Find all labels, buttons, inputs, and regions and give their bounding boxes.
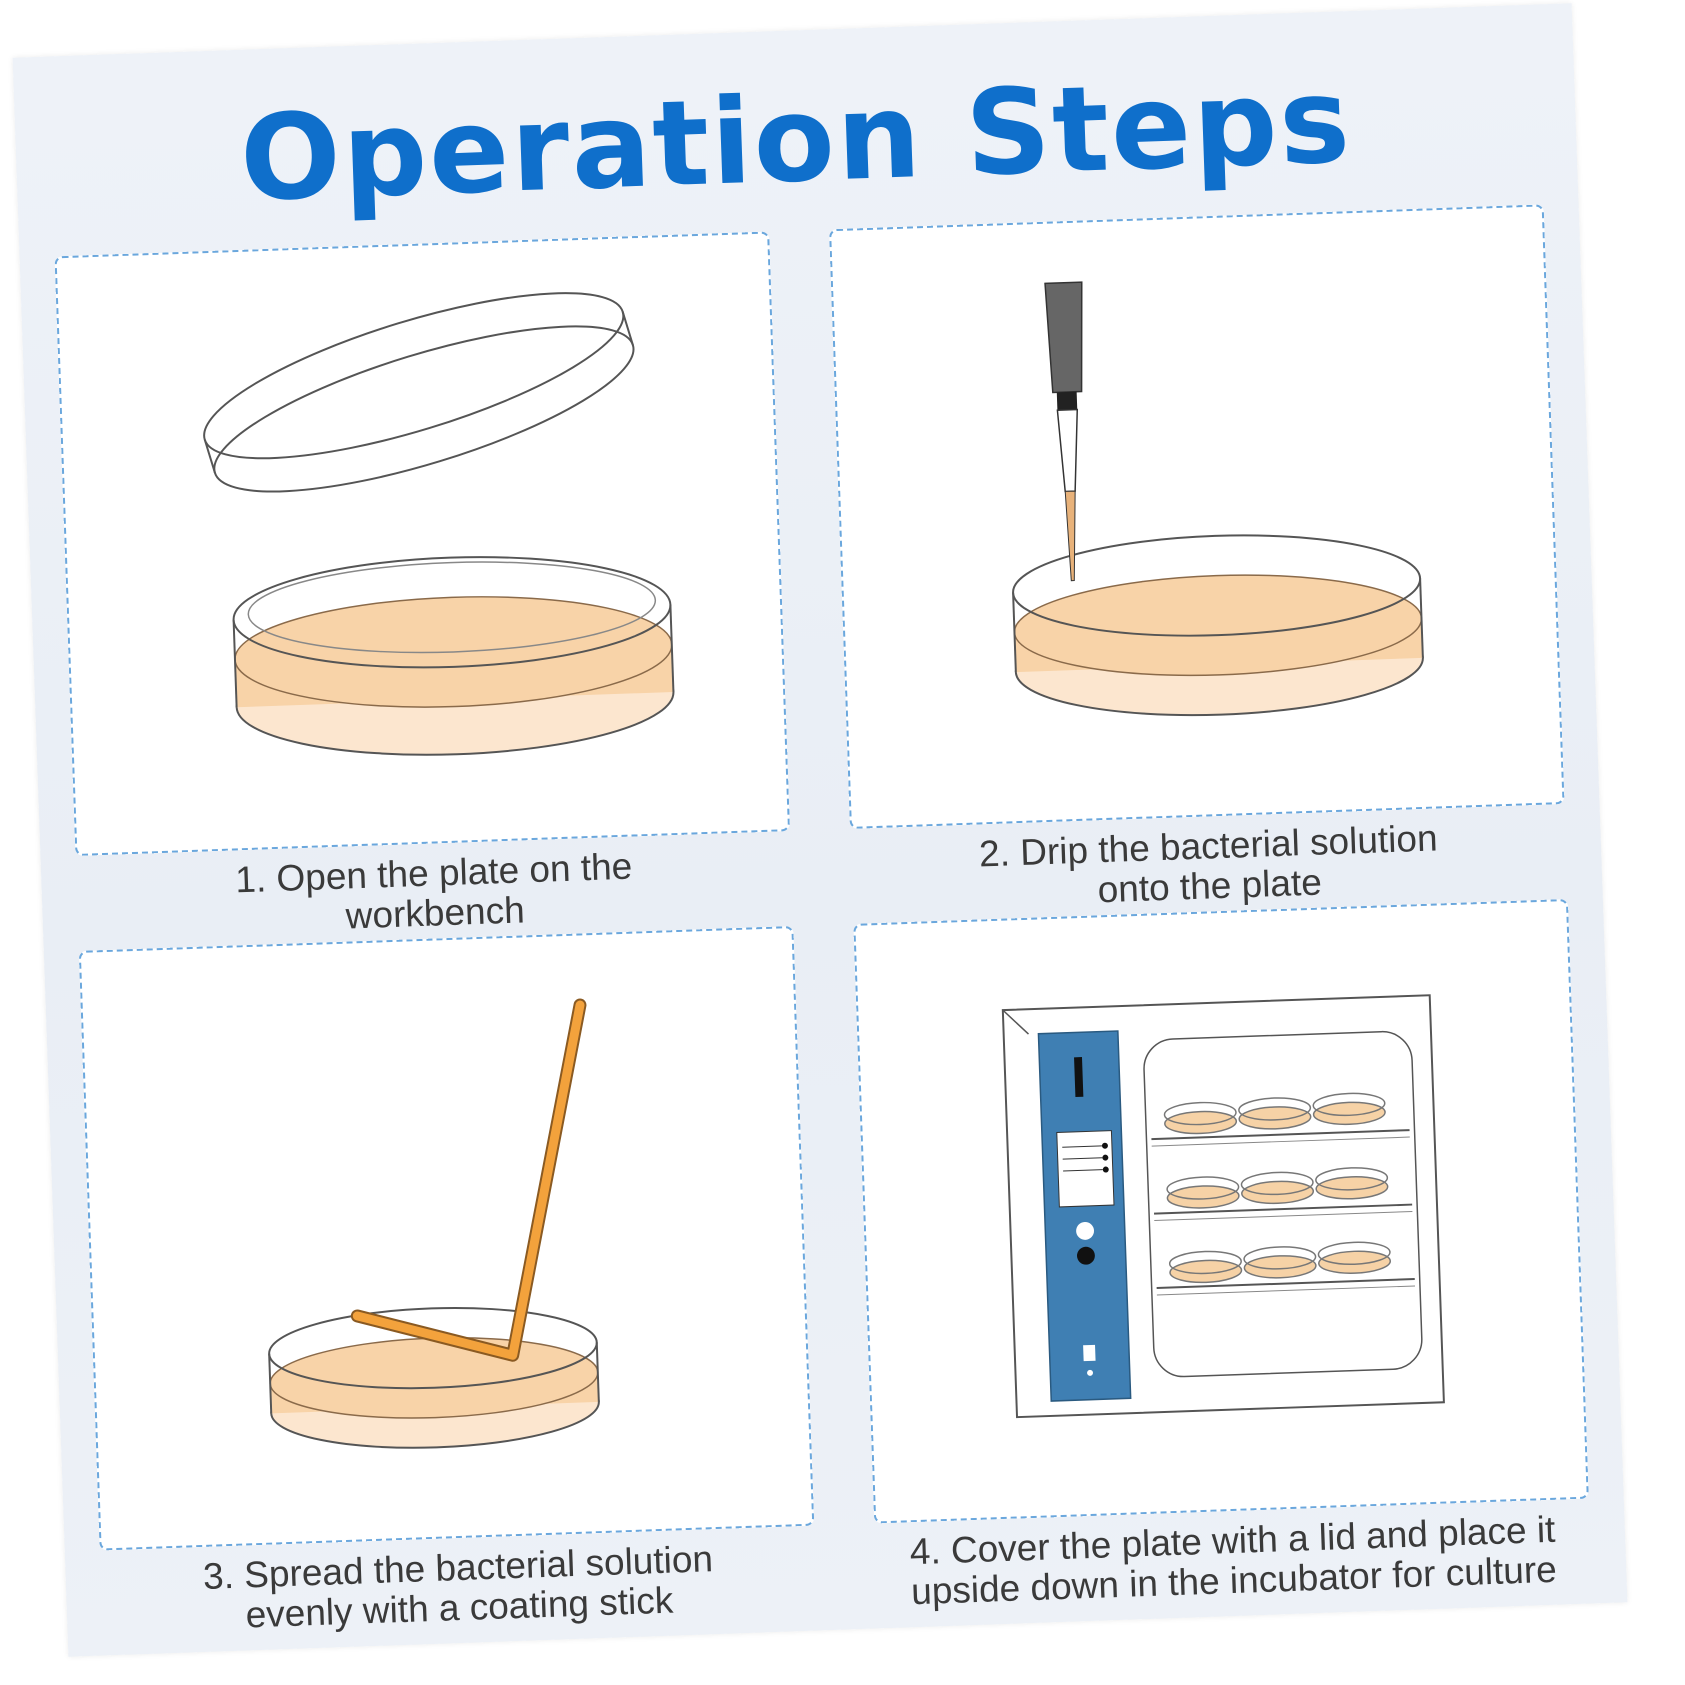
incubator-icon xyxy=(1001,994,1445,1419)
step-3-caption: 3. Spread the bacterial solution evenly … xyxy=(100,1536,817,1641)
pipette-icon xyxy=(1044,281,1083,582)
petri-dish-open-icon xyxy=(203,292,675,756)
step-4-caption: 4. Cover the plate with a lid and place … xyxy=(875,1509,1592,1614)
spread-coating-icon xyxy=(268,998,600,1449)
step-2-panel xyxy=(829,204,1565,829)
operation-steps-card: Operation Steps xyxy=(12,3,1628,1657)
step-1-panel xyxy=(54,231,791,857)
step-3-panel xyxy=(78,925,815,1551)
step-4-panel xyxy=(853,898,1589,1524)
page-title: Operation Steps xyxy=(237,51,1354,228)
pipette-drip-icon xyxy=(1012,281,1424,717)
coating-stick-icon xyxy=(350,998,587,1362)
